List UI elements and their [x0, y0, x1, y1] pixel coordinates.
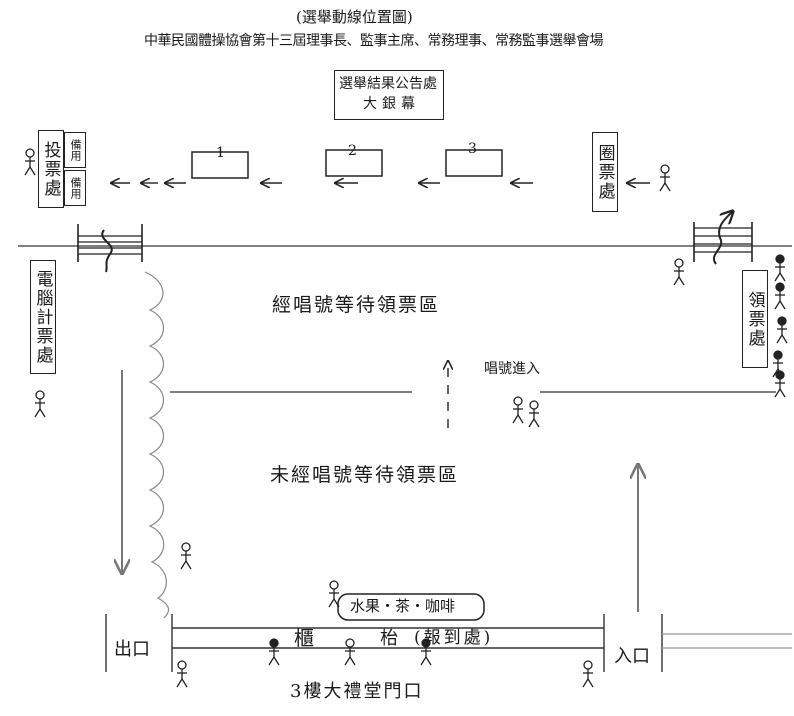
person-figure-icon — [180, 542, 192, 570]
right-gate — [693, 212, 753, 265]
voting-station: 投票處 — [38, 130, 64, 208]
person-figure-icon — [512, 396, 524, 424]
person-figure-icon — [582, 660, 594, 688]
person-figure-icon — [659, 164, 671, 192]
results-board-line1: 選舉結果公告處 — [339, 76, 437, 92]
refreshment-box — [337, 593, 485, 621]
booth-2 — [325, 149, 383, 177]
left-gate — [77, 224, 143, 273]
person-figure-icon — [673, 258, 685, 286]
queue-rope — [144, 271, 170, 619]
person-figure-icon — [774, 282, 786, 310]
person-figure-icon — [776, 316, 788, 344]
counter-label-2: 枱 — [380, 628, 398, 649]
refreshment-label: 水果・茶・咖啡 — [350, 597, 456, 615]
ballot-pickup-station: 領票處 — [742, 270, 768, 368]
results-board-line2: 大銀幕 — [363, 96, 420, 112]
page-title: (選舉動線位置圖) — [296, 8, 413, 26]
person-figure-icon — [24, 148, 36, 176]
uncalled-wait-zone-label: 未經唱號等待領票區 — [270, 464, 460, 486]
computer-count-station: 電腦計票處 — [30, 260, 56, 374]
ballot-marking-station: 圈票處 — [592, 132, 618, 212]
person-figure-icon — [176, 660, 188, 688]
person-figure-icon — [528, 400, 540, 428]
booth-3-label: 3 — [468, 141, 477, 157]
counter-label-3: (報到處) — [414, 628, 494, 648]
person-figure-icon — [34, 390, 46, 418]
person-figure-icon — [774, 254, 786, 282]
called-wait-zone-label: 經唱號等待領票區 — [272, 294, 441, 316]
booth-3 — [445, 149, 503, 177]
counter-label-1: 櫃 — [294, 626, 314, 650]
booth-2-label: 2 — [348, 143, 357, 159]
person-figure-icon — [344, 638, 356, 666]
booth-1 — [191, 151, 249, 179]
hall-entrance-label: 3樓大禮堂門口 — [290, 681, 424, 702]
person-figure-icon — [268, 638, 280, 666]
call-enter-label: 唱號進入 — [484, 361, 540, 377]
voting-spare-box-1: 備用 — [64, 132, 86, 168]
exit-label: 出口 — [114, 639, 150, 660]
entrance-label: 入口 — [614, 646, 650, 667]
person-figure-icon — [774, 370, 786, 398]
results-board: 選舉結果公告處 大銀幕 — [334, 70, 444, 120]
page-subtitle: 中華民國體操協會第十三屆理事長、監事主席、常務理事、常務監事選舉會場 — [144, 33, 604, 49]
booth-1-label: 1 — [216, 145, 225, 161]
voting-spare-box-2: 備用 — [64, 170, 86, 206]
